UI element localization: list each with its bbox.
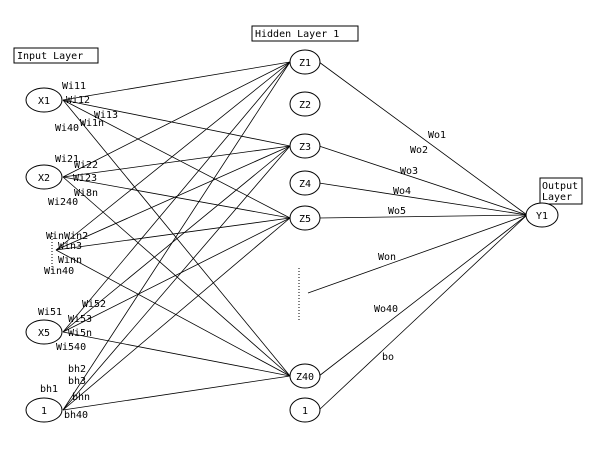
hidden-layer-label: Hidden Layer 1: [251, 25, 359, 42]
node-z40: Z40: [289, 363, 321, 389]
weight-wo3: Wo3: [400, 166, 418, 177]
weight-bh2: bh2: [68, 364, 86, 375]
weight-wi13: Wi13: [94, 110, 118, 121]
edge-x1-z5: [62, 99, 291, 219]
node-x1: X1: [25, 87, 63, 113]
input-hidden-edges: [55, 61, 291, 411]
node-z3: Z3: [289, 133, 321, 159]
node-z4-label: Z4: [299, 179, 311, 190]
node-z1: Z1: [289, 49, 321, 75]
edge-x1-z40: [62, 99, 291, 377]
edge-x2-z3: [62, 145, 291, 178]
weight-wi540: Wi540: [56, 342, 86, 353]
edge-x2-z1: [62, 61, 291, 178]
edge-z4-y1: [318, 182, 528, 216]
node-x5-label: X5: [38, 328, 50, 339]
edge-xn-z5: [55, 217, 291, 251]
weight-wi51: Wi51: [38, 307, 62, 318]
output-layer-text-2: Layer: [542, 192, 572, 203]
weight-wi22: Wi22: [74, 160, 98, 171]
weight-wi52: Wi52: [82, 299, 106, 310]
edge-xn-z3: [55, 145, 291, 251]
hidden-output-edges: [307, 61, 528, 411]
weight-wo40: Wo40: [374, 304, 398, 315]
weight-wi1n: Wi1n: [80, 118, 104, 129]
weight-wo5: Wo5: [388, 206, 406, 217]
weight-wi23: Wi23: [73, 173, 97, 184]
node-z4: Z4: [289, 170, 321, 196]
input-layer-label: Input Layer: [13, 47, 99, 64]
edge-x5-z3: [62, 145, 291, 333]
edge-x1-z3: [62, 99, 291, 147]
node-z2-label: Z2: [299, 100, 311, 111]
node-bias-input-label: 1: [41, 406, 47, 417]
weight-wi40: Wi40: [55, 123, 79, 134]
edge-b-z5: [62, 217, 291, 411]
node-x5: X5: [25, 319, 63, 345]
weight-wo4: Wo4: [393, 186, 411, 197]
weight-wi8n: Wi8n: [74, 188, 98, 199]
edge-b-z3: [62, 145, 291, 411]
weight-wi240: Wi240: [48, 197, 78, 208]
output-weight-labels: Wo1 Wo2 Wo3 Wo4 Wo5 Won Wo40 bo: [374, 130, 446, 363]
weight-bh3: bh3: [68, 376, 86, 387]
input-layer-text: Input Layer: [17, 51, 83, 62]
node-z3-label: Z3: [299, 142, 311, 153]
edge-xn-z1: [55, 61, 291, 251]
weight-won: Won: [378, 252, 396, 263]
weight-bh1: bh1: [40, 384, 58, 395]
weight-wi12: Wi12: [66, 95, 90, 106]
weight-wo2: Wo2: [410, 145, 428, 156]
edge-x5-z40: [62, 331, 291, 377]
node-z40-label: Z40: [296, 372, 314, 383]
hidden-layer-text: Hidden Layer 1: [255, 29, 339, 40]
weight-wi11: Wi11: [62, 81, 86, 92]
edge-zn-y1: [307, 214, 528, 294]
node-z1-label: Z1: [299, 58, 311, 69]
output-layer-label: Output Layer: [539, 177, 583, 205]
node-x2: X2: [25, 164, 63, 190]
node-bias-hidden-label: 1: [302, 406, 308, 417]
edge-bh-y1: [318, 214, 528, 411]
node-x1-label: X1: [38, 96, 50, 107]
node-z5: Z5: [289, 205, 321, 231]
output-layer-text-1: Output: [542, 181, 578, 192]
node-bias-input: 1: [25, 397, 63, 423]
edge-b-z1: [62, 61, 291, 411]
weight-win3: Win3: [58, 241, 82, 252]
input-weight-labels: Wi11 Wi12 Wi13 Wi1n Wi40 Wi21 Wi22 Wi23 …: [38, 81, 118, 421]
edge-z1-y1: [318, 61, 528, 216]
node-y1: Y1: [525, 202, 559, 228]
weight-bo: bo: [382, 352, 394, 363]
edge-x5-z5: [62, 217, 291, 333]
edge-xn-z40: [55, 249, 291, 377]
weight-bh40: bh40: [64, 410, 88, 421]
weight-wi21: Wi21: [55, 154, 79, 165]
edge-x2-z40: [62, 176, 291, 377]
edge-z40-y1: [318, 214, 528, 377]
node-x2-label: X2: [38, 173, 50, 184]
weight-wo1: Wo1: [428, 130, 446, 141]
weight-winwin2: WinWin2: [46, 231, 88, 242]
weight-win40: Win40: [44, 266, 74, 277]
edge-x1-z1: [62, 61, 291, 101]
edge-z5-y1: [318, 214, 528, 219]
node-bias-hidden: 1: [289, 397, 321, 423]
node-z2: Z2: [289, 91, 321, 117]
weight-wi53: Wi53: [68, 314, 92, 325]
node-z5-label: Z5: [299, 214, 311, 225]
weight-wi5n: Wi5n: [68, 328, 92, 339]
node-y1-label: Y1: [536, 211, 548, 222]
weight-winn: Winn: [58, 255, 82, 266]
weight-bhn: bhn: [72, 392, 90, 403]
edge-z3-y1: [318, 145, 528, 216]
edge-x5-z1: [62, 61, 291, 333]
edge-b-z40: [62, 375, 291, 411]
